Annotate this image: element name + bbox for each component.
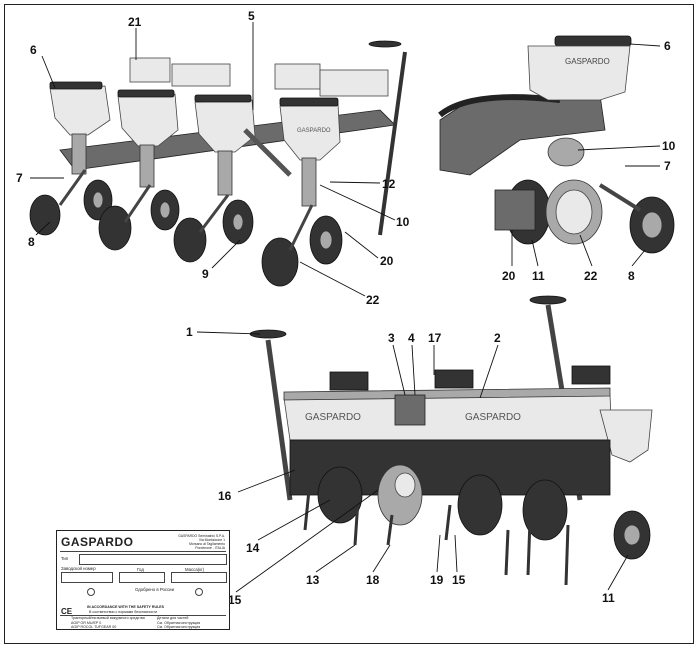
plate-type-label: Тип — [61, 556, 69, 561]
top-left-planter-view: GASPARDO — [29, 22, 407, 297]
shank — [494, 189, 536, 231]
callout-3: 3 — [388, 331, 395, 345]
identification-plate: GASPARDO GASPARDO Seminatrici S.P.A. Via… — [56, 530, 230, 630]
top-left-leaders — [30, 22, 396, 297]
main-hopper-brand-right: GASPARDO — [465, 412, 521, 423]
front-hopper-1 — [49, 81, 111, 175]
side-frame — [439, 94, 606, 176]
press-wheel-hub — [641, 211, 663, 239]
plate-address: GASPARDO Seminatrici S.P.A. Via Monfalco… — [178, 534, 225, 550]
top-right-side-view: GASPARDO — [438, 35, 675, 267]
callout-10a: 10 — [396, 215, 410, 229]
callout-13: 13 — [306, 573, 320, 587]
callout-6b: 6 — [664, 39, 671, 53]
plate-serial-box — [61, 572, 113, 583]
callout-15b: 15 — [228, 593, 242, 607]
callout-5: 5 — [248, 9, 255, 23]
side-hopper-brand: GASPARDO — [565, 57, 610, 66]
row-unit-arms — [58, 128, 314, 251]
tine-tools — [303, 479, 570, 586]
callout-20b: 20 — [502, 269, 516, 283]
marker-disc — [368, 40, 402, 48]
side-hopper: GASPARDO — [527, 35, 632, 101]
rear-hopper — [274, 63, 321, 90]
callout-8a: 8 — [28, 235, 35, 249]
callout-8b: 8 — [628, 269, 635, 283]
plate-divider-2 — [60, 615, 226, 616]
front-hopper-3 — [194, 94, 256, 196]
plate-year-box — [119, 572, 165, 583]
callout-15a: 15 — [452, 573, 466, 587]
plate-row1-right: Детали для частей — [157, 616, 189, 620]
callout-14: 14 — [246, 541, 260, 555]
seed-disc-housing — [547, 137, 585, 167]
plate-year-label: Год — [137, 567, 144, 572]
callout-11a: 11 — [532, 269, 545, 283]
bottom-leaders — [196, 331, 629, 593]
rear-hopper — [171, 63, 231, 87]
callout-16: 16 — [218, 489, 232, 503]
bottom-row-units — [317, 464, 651, 560]
callout-1: 1 — [186, 325, 193, 339]
plate-mass-box — [171, 572, 227, 583]
callout-22b: 22 — [584, 269, 598, 283]
rear-hopper — [129, 57, 171, 83]
plate-mass-label: Масса(кг) — [185, 567, 205, 572]
plate-safety-line1: IN ACCORDANCE WITH THE SAFETY RULES — [87, 605, 165, 609]
callout-numbers: 6 21 5 7 8 9 12 10 20 22 6 10 7 20 11 22… — [16, 9, 676, 607]
top-right-leaders — [511, 43, 661, 267]
callout-11b: 11 — [602, 591, 615, 605]
micro-granule-box — [329, 371, 369, 391]
plate-rivet-left — [87, 588, 95, 596]
callout-18: 18 — [366, 573, 380, 587]
plate-row3-left: AGIP ROCOL TUFGEAR 00 — [71, 625, 117, 629]
plate-row2-right: См. Обратная инструкция — [157, 620, 201, 625]
main-hopper-lid — [283, 387, 611, 401]
callout-17: 17 — [428, 331, 442, 345]
plate-safety-line2: В соответствии с нормами безопасности — [89, 610, 157, 614]
micro-granule-box — [434, 369, 474, 389]
plate-row3-right: См. Обратная инструкция — [157, 625, 201, 629]
plate-rivet-right — [195, 588, 203, 596]
gauge-wheel-hub — [555, 189, 593, 235]
callout-2: 2 — [494, 331, 501, 345]
callout-12: 12 — [382, 177, 396, 191]
gearbox — [394, 394, 426, 426]
callout-6a: 6 — [30, 43, 37, 57]
press-arm — [598, 183, 642, 212]
callout-21: 21 — [128, 15, 142, 29]
right-marker-disc — [529, 295, 567, 305]
bottom-planter-view: GASPARDO GASPARDO — [196, 295, 653, 593]
callout-19: 19 — [430, 573, 444, 587]
hopper-brand: GASPARDO — [297, 128, 331, 134]
front-hopper-4: GASPARDO — [279, 97, 341, 207]
plate-divider — [60, 551, 226, 552]
micro-granule-box — [571, 365, 611, 385]
callout-20a: 20 — [380, 254, 394, 268]
callout-9: 9 — [202, 267, 209, 281]
plate-type-box — [79, 554, 227, 565]
callout-7a: 7 — [16, 171, 23, 185]
hose — [438, 94, 561, 118]
plate-brand: GASPARDO — [61, 535, 134, 549]
figure-frame — [4, 4, 694, 644]
plate-row2-left: AGIP OR MU/EP 0 — [71, 620, 102, 625]
callout-22a: 22 — [366, 293, 380, 307]
rear-hopper — [319, 69, 389, 97]
front-hopper-2 — [117, 89, 179, 188]
press-wheels — [29, 179, 343, 287]
plate-approval-label: Одобрено в России — [135, 587, 174, 592]
callout-10b: 10 — [662, 139, 676, 153]
plate-serial-label: Заводской номер — [61, 566, 96, 571]
plate-ce-mark: CE — [61, 607, 73, 616]
marker-post — [378, 51, 407, 236]
plate-row1-left: Тракторный/тягачевый вакуумного средства — [71, 616, 145, 620]
callout-4: 4 — [408, 331, 415, 345]
callout-7b: 7 — [664, 159, 671, 173]
main-hopper-brand-left: GASPARDO — [305, 412, 361, 423]
